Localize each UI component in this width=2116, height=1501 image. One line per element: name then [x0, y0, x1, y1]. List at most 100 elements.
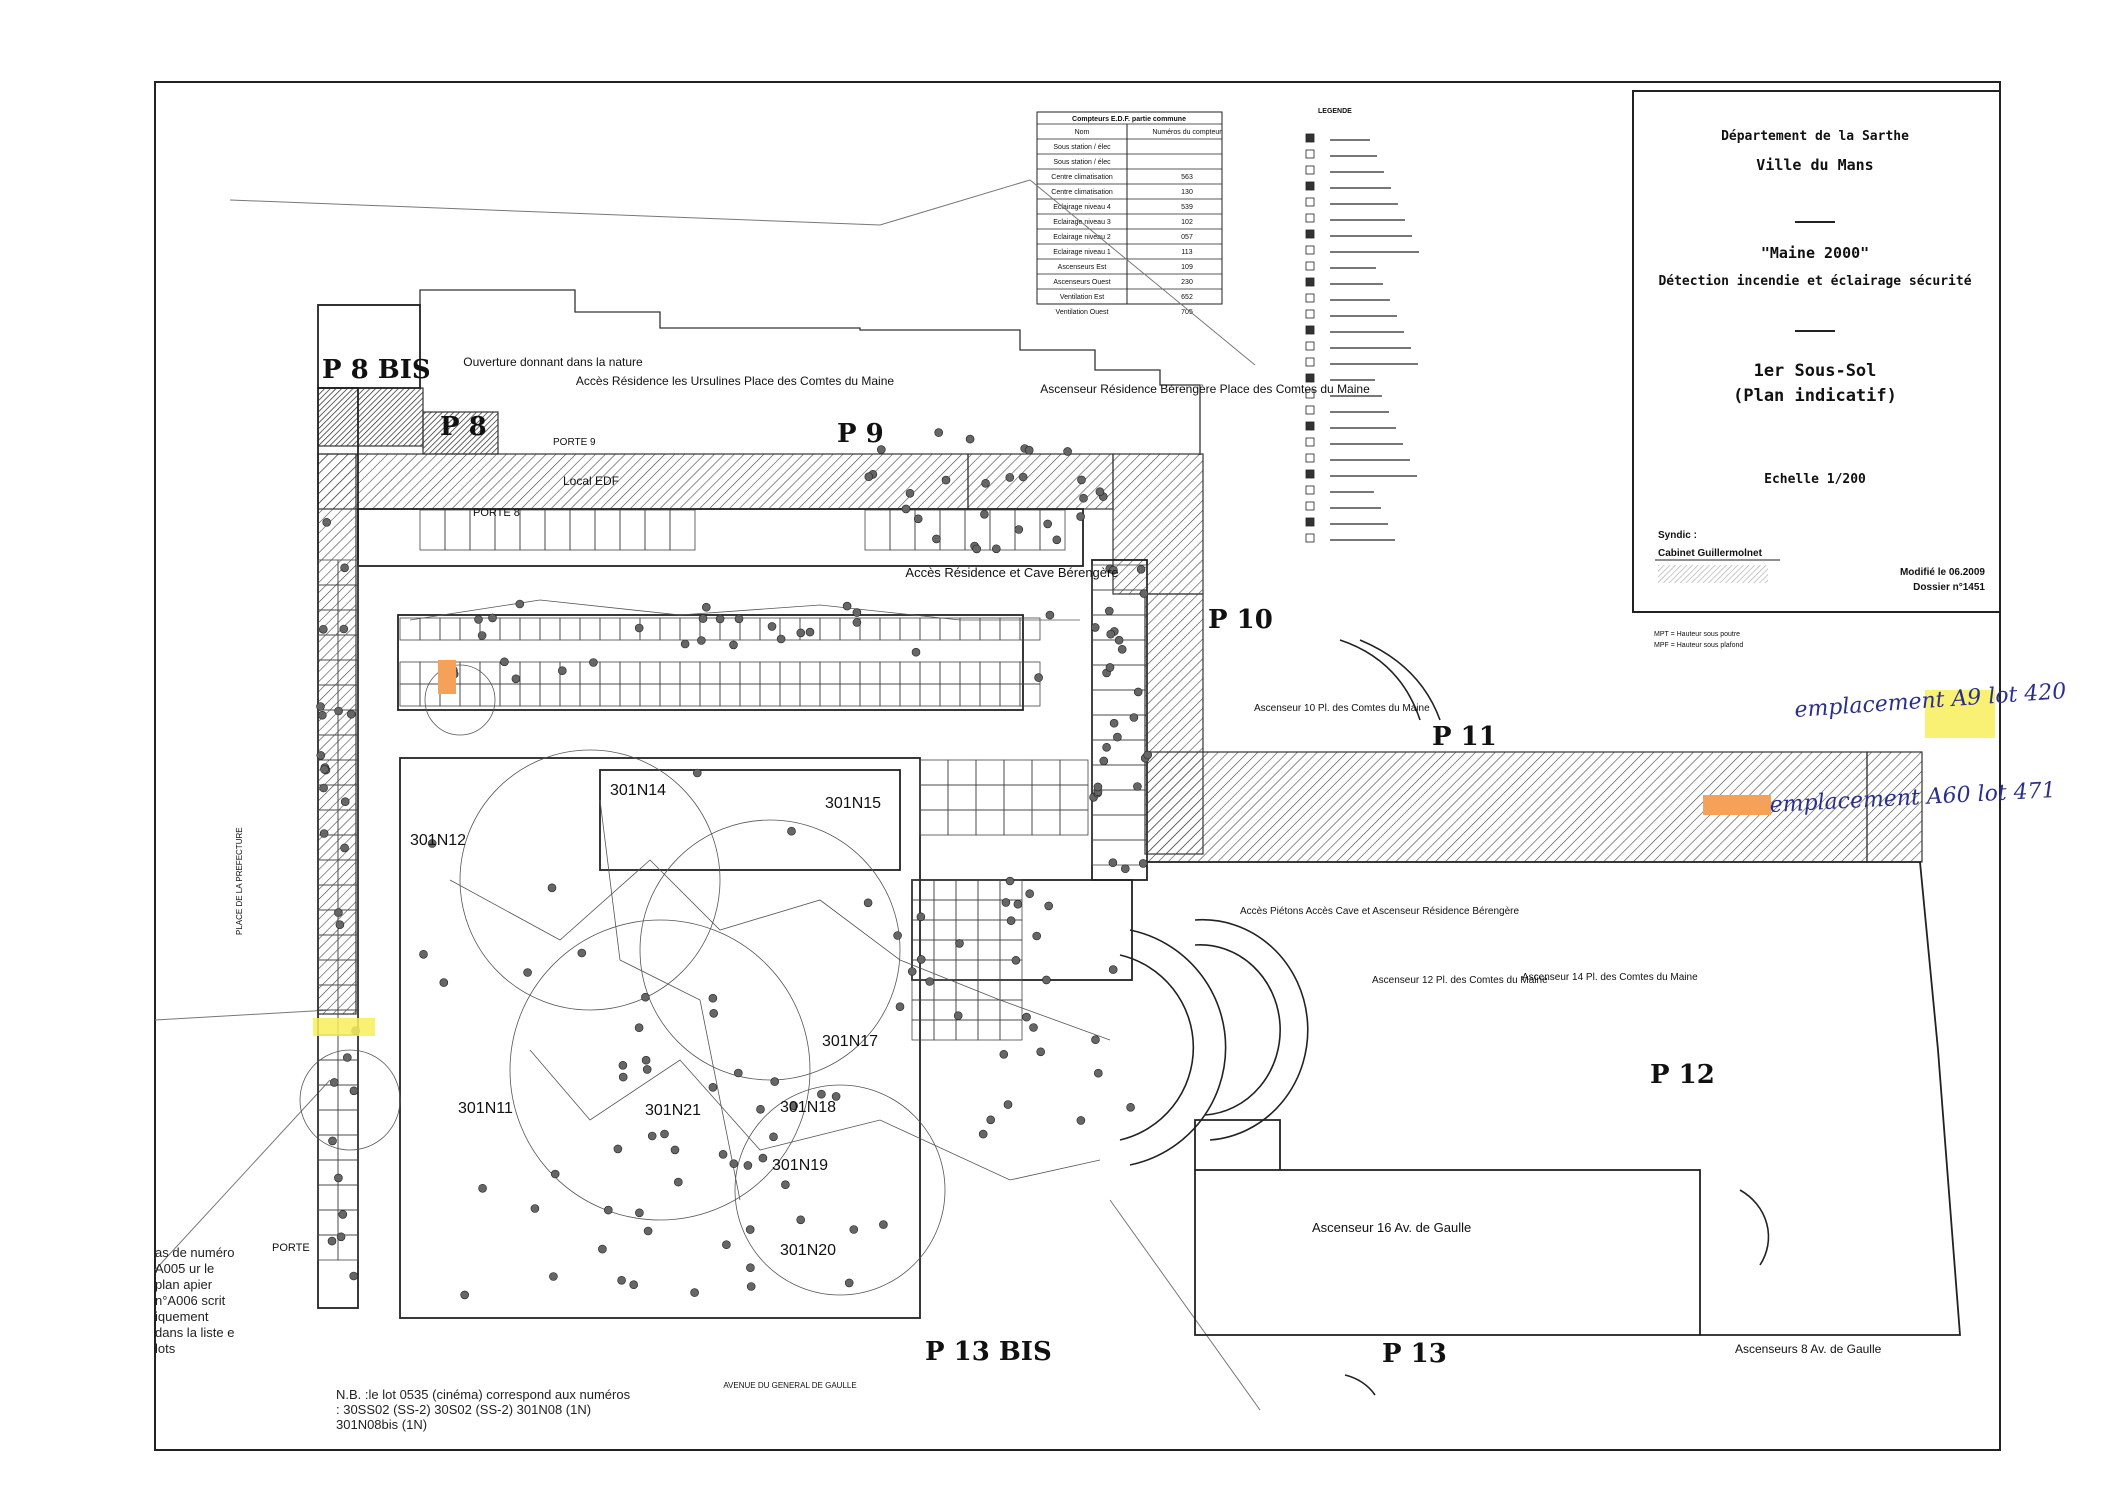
cellar-box — [879, 617, 901, 641]
cellar-box — [399, 661, 421, 685]
cellar-box — [1059, 784, 1089, 811]
cellar-box — [975, 809, 1005, 836]
detector-icon — [787, 826, 796, 836]
detector-icon — [1094, 1068, 1103, 1078]
detector-icon — [1077, 475, 1086, 485]
avenue-label: AVENUE DU GENERAL DE GAULLE — [723, 1381, 856, 1390]
legend-title: LEGENDE — [1318, 108, 1352, 115]
detector-icon — [941, 475, 951, 485]
cellar-box — [999, 979, 1023, 1001]
cellar-box — [911, 879, 935, 901]
highlight-a60 — [438, 660, 456, 694]
cellar-box — [719, 661, 741, 685]
unit-label: 301N19 — [772, 1157, 828, 1174]
cellar-box — [337, 1134, 359, 1161]
detector-icon — [1133, 782, 1142, 791]
cellar-box — [911, 919, 935, 941]
cellar-box — [519, 617, 541, 641]
cellar-box — [911, 999, 935, 1021]
ascenseurs8-label: Ascenseurs 8 Av. de Gaulle — [1735, 1342, 1882, 1356]
cellar-box — [933, 999, 957, 1021]
counter-name-cell: Eclairage niveau 1 — [1053, 249, 1111, 256]
cellar-box — [999, 617, 1021, 641]
detector-icon — [767, 622, 777, 631]
plan-annotations: Ouverture donnant dans la nature Accès R… — [235, 355, 1882, 1390]
cellar-box — [879, 661, 901, 685]
cellar-box — [899, 617, 921, 641]
detector-icon — [698, 614, 708, 623]
detector-icon — [729, 1159, 739, 1168]
detector-icon — [1043, 519, 1052, 529]
detector-icon — [317, 710, 327, 720]
detector-icon — [334, 908, 343, 917]
detector-icon — [1099, 756, 1109, 766]
parking-labels: P 8 BIS P 8 P 9 P 10 P 11 P 12 P 13 BIS … — [322, 355, 1715, 1369]
cellar-box — [644, 509, 671, 551]
detector-icon — [769, 1132, 778, 1142]
cellar-box — [999, 939, 1023, 961]
detector-icon — [1063, 447, 1072, 456]
cellar-box — [939, 661, 961, 685]
cellar-box — [519, 661, 541, 685]
detector-icon — [776, 634, 786, 644]
legend-symbol-icon — [1305, 501, 1315, 511]
cellar-box — [317, 1109, 339, 1136]
detector-icon — [864, 472, 874, 482]
cellar-box — [1039, 509, 1066, 551]
detector-icon — [709, 1008, 719, 1018]
city-text: Ville du Mans — [1756, 156, 1873, 174]
detector-icon — [1001, 898, 1011, 907]
cellar-box — [919, 617, 941, 641]
detector-icon — [1143, 750, 1152, 760]
counter-number-cell: 230 — [1181, 279, 1193, 286]
cellar-box — [899, 683, 921, 707]
detector-icon — [1045, 610, 1055, 620]
detector-icon — [523, 968, 532, 977]
detector-icon — [316, 751, 326, 760]
cellar-box — [579, 683, 601, 707]
detector-icon — [515, 599, 525, 609]
detector-icon — [932, 534, 941, 544]
detector-icon — [805, 627, 815, 637]
detector-icon — [1138, 859, 1148, 868]
cellar-box — [579, 617, 601, 641]
acces-pietons-label: Accès Piétons Accès Cave et Ascenseur Ré… — [1240, 906, 1519, 917]
legend-symbol-icon — [1305, 389, 1315, 399]
counter-name-cell: Centre climatisation — [1051, 174, 1113, 181]
cellar-box — [959, 661, 981, 685]
detector-icon — [955, 939, 964, 948]
cellar-box — [919, 683, 941, 707]
cellar-box — [399, 683, 421, 707]
cellar-box — [933, 979, 957, 1001]
detector-icon — [913, 514, 923, 524]
detector-icon — [460, 1290, 470, 1300]
detector-icon — [1102, 742, 1111, 752]
cellar-box — [479, 683, 501, 707]
detector-icon — [1011, 955, 1021, 965]
unit-label: 301N20 — [780, 1242, 836, 1259]
legend-symbol-icon — [1305, 133, 1315, 143]
cellar-box — [599, 661, 621, 685]
legend-symbol-icon — [1305, 325, 1315, 335]
detector-icon — [718, 1150, 728, 1159]
cellar-box — [919, 809, 949, 836]
detector-icon — [925, 977, 935, 986]
cellar-box — [659, 683, 681, 707]
detector-icon — [817, 1089, 826, 1099]
syndic-label: Syndic : — [1658, 530, 1697, 541]
detector-icon — [1024, 445, 1034, 455]
cellar-box — [539, 617, 561, 641]
detector-icon — [511, 674, 521, 684]
handwritten-notes: emplacement A9 lot 420 emplacement A60 l… — [1703, 679, 2067, 818]
detector-icon — [577, 948, 587, 958]
unit-label: 301N12 — [410, 832, 466, 849]
detector-icon — [673, 1177, 683, 1187]
cellar-box — [719, 683, 741, 707]
parking-label: P 13 — [1382, 1339, 1447, 1369]
cellar-box — [317, 1184, 339, 1211]
detector-icon — [1076, 1116, 1086, 1125]
detector-icon — [1126, 1103, 1135, 1112]
detector-icon — [500, 657, 509, 667]
cellar-box — [739, 661, 761, 685]
detector-icon — [334, 706, 343, 716]
